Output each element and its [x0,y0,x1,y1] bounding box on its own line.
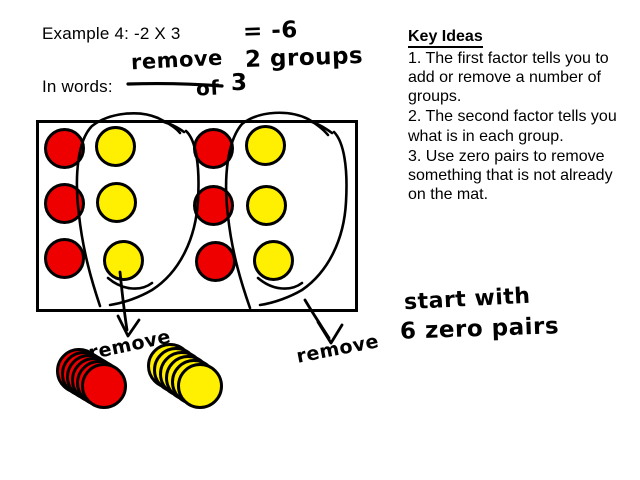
chip-red [44,238,85,279]
key-idea-item: 1. The first factor tells you to add or … [408,50,609,106]
handwritten-remove-right: remove [294,330,381,368]
key-idea-item: 2. The second factor tells you what is i… [408,108,617,145]
key-idea-item: 3. Use zero pairs to remove something th… [408,147,613,203]
key-ideas-panel: Key Ideas 1. The first factor tells you … [408,28,630,204]
handwritten-remove-top: remove [130,45,224,75]
handwritten-of: of [195,75,221,101]
chip-yellow [95,126,136,167]
chip-red [44,128,85,169]
handwritten-start-with: start with [403,283,532,316]
example-title: Example 4: -2 X 3 [42,24,181,43]
in-words-label: In words: [42,77,113,96]
stack-chip-yellow [177,363,223,409]
chip-yellow [253,240,294,281]
handwritten-answer: = -6 [242,17,299,45]
chip-red [193,185,234,226]
handwritten-3: 3 [230,69,248,97]
chip-yellow [96,182,137,223]
key-ideas-title: Key Ideas [408,28,483,49]
stack-chip-red [81,363,127,409]
chip-red [195,241,236,282]
chip-yellow [103,240,144,281]
chip-red [44,183,85,224]
chip-yellow [245,125,286,166]
handwritten-zero-pairs: 6 zero pairs [399,313,560,345]
chip-red [193,128,234,169]
chip-yellow [246,185,287,226]
handwritten-2-groups: 2 groups [244,42,364,74]
